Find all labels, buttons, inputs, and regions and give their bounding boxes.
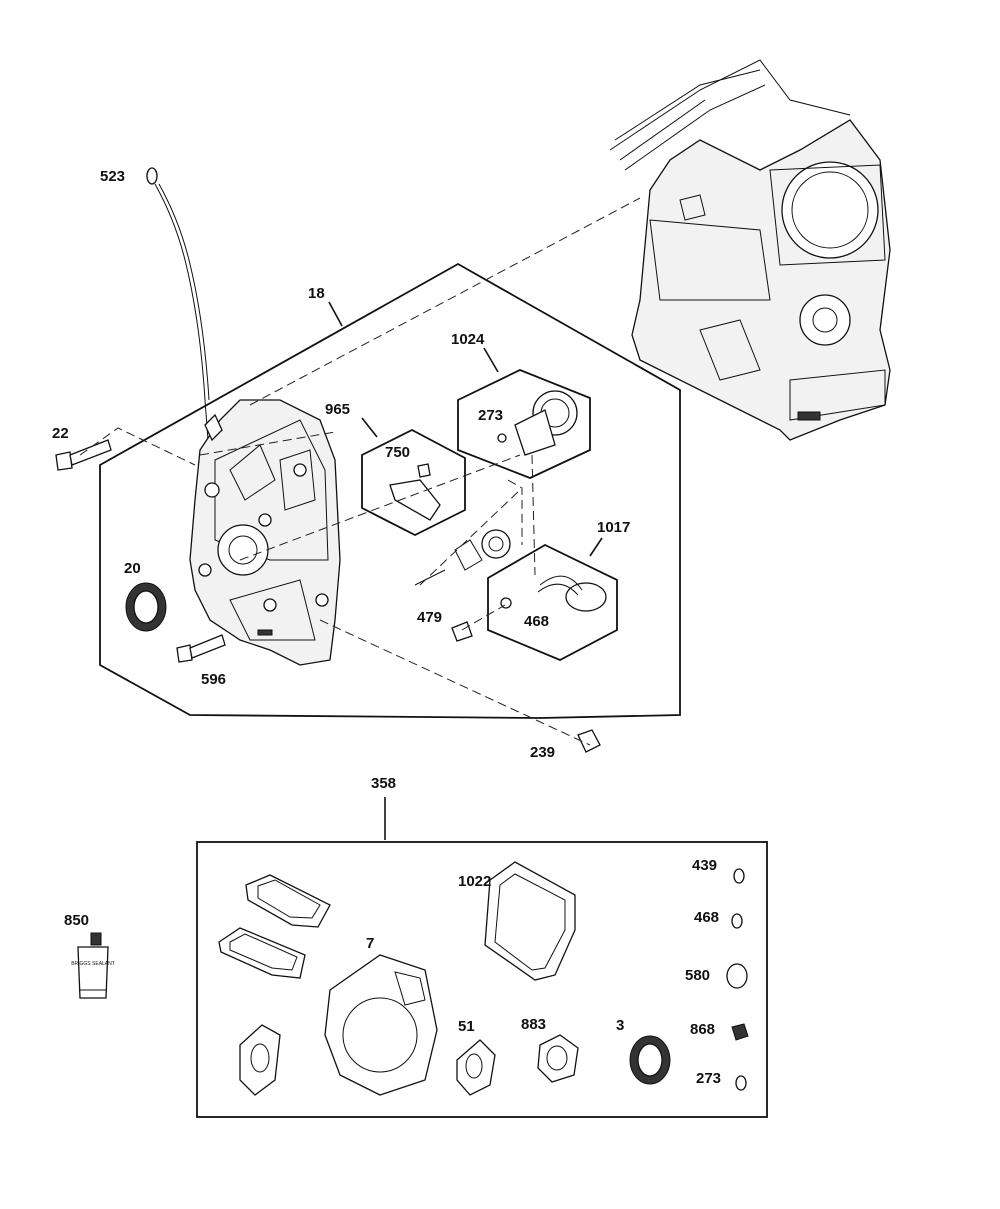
- label-22: 22: [52, 425, 69, 442]
- label-439: 439: [692, 857, 717, 874]
- label-868: 868: [690, 1021, 715, 1038]
- bolt-596: [176, 634, 226, 663]
- label-1017: 1017: [597, 519, 630, 536]
- sealant-tube-text: BRIGGS SEALANT: [71, 961, 115, 967]
- engine-block: [609, 59, 891, 441]
- alignment-lines: [79, 197, 641, 746]
- governor-gear: [414, 529, 511, 586]
- label-7: 7: [366, 935, 374, 952]
- label-883: 883: [521, 1016, 546, 1033]
- label-273-pump: 273: [478, 407, 503, 424]
- subframe-1024: [457, 369, 591, 479]
- bolt-22: [55, 439, 112, 471]
- gasket-set: [218, 861, 749, 1096]
- sealant-tube: BRIGGS SEALANT: [71, 932, 115, 999]
- subframe-1017: [487, 543, 618, 661]
- label-468-pickup: 468: [524, 613, 549, 630]
- label-51: 51: [458, 1018, 475, 1035]
- label-965: 965: [325, 401, 350, 418]
- label-750: 750: [385, 444, 410, 461]
- subframe-965: [361, 428, 466, 537]
- sensor-239: [577, 729, 601, 753]
- label-523: 523: [100, 168, 125, 185]
- label-1024: 1024: [451, 331, 485, 348]
- label-18: 18: [308, 285, 325, 302]
- dipstick: [146, 167, 210, 441]
- bolt-479: [451, 621, 473, 642]
- oil-seal: [125, 582, 167, 632]
- governor-cover: [389, 463, 441, 521]
- oil-pump: [497, 390, 578, 456]
- label-468-set: 468: [694, 909, 719, 926]
- label-358: 358: [371, 775, 396, 792]
- gasket-set-frame-358: [196, 841, 768, 1118]
- crankcase-cover: [189, 399, 341, 666]
- label-273-set: 273: [696, 1070, 721, 1087]
- label-20: 20: [124, 560, 141, 577]
- assembly-frame-18: [99, 262, 681, 719]
- label-580: 580: [685, 967, 710, 984]
- label-479: 479: [417, 609, 442, 626]
- part-labels: 523 18 1024 273 965 750 22 20 1017 479 4…: [52, 168, 721, 1087]
- label-1022: 1022: [458, 873, 491, 890]
- oil-pickup: [500, 575, 607, 612]
- label-3: 3: [616, 1017, 624, 1034]
- label-850: 850: [64, 912, 89, 929]
- label-239: 239: [530, 744, 555, 761]
- label-596: 596: [201, 671, 226, 688]
